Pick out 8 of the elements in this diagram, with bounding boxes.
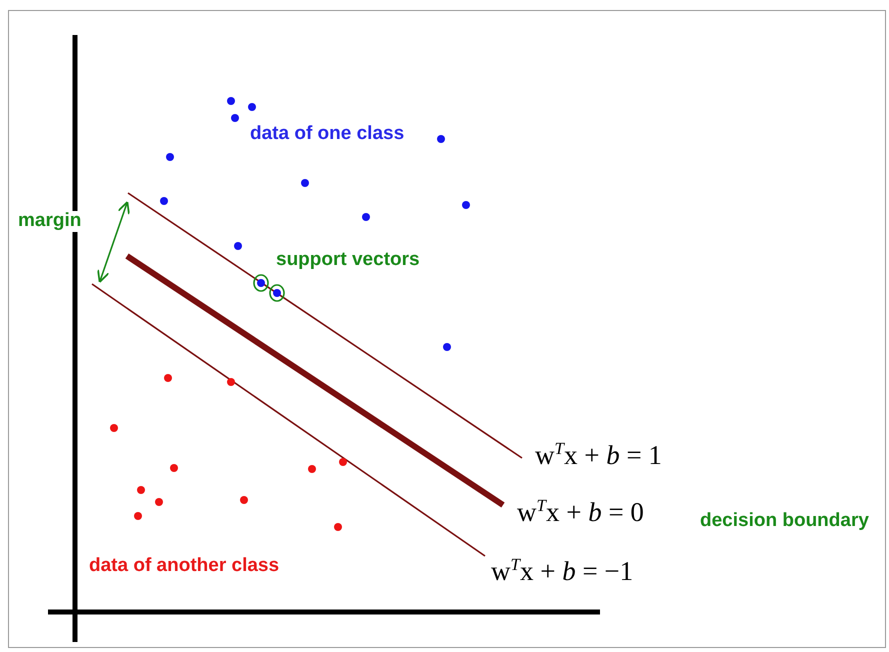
decision-boundary-label: decision boundary (700, 511, 869, 532)
support-vectors-label: support vectors (276, 250, 420, 271)
margin-label: margin (16, 211, 84, 232)
equation-label: w$^{T}$x + b = −1 (491, 556, 634, 587)
class-label: data of one class (250, 124, 404, 145)
equation-label: w$^{T}$x + b = 0 (517, 497, 644, 528)
class-label: data of another class (89, 556, 280, 577)
equation-label: w$^{T}$x + b = 1 (535, 440, 662, 471)
